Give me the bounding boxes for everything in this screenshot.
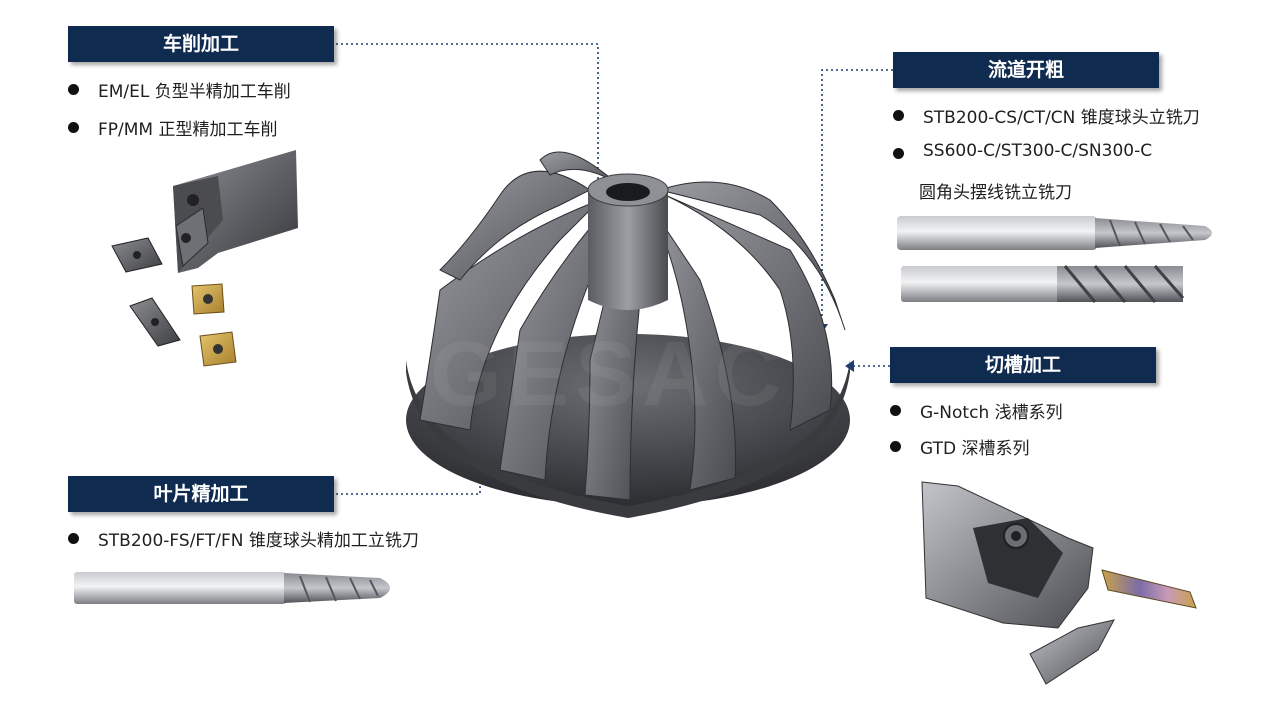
- mill-1-flutes: [1095, 218, 1212, 248]
- leader-channel: [821, 69, 893, 326]
- channel-item-2: SS600-C/ST300-C/SN300-C: [923, 141, 1153, 161]
- holder-insert: [175, 207, 209, 267]
- blade-mill-shank: [74, 572, 286, 604]
- channel-item-1: STB200-CS/CT/CN 锥度球头立铣刀: [923, 108, 1200, 128]
- blade-1: [419, 199, 601, 431]
- grooving-item-1: G-Notch 浅槽系列: [920, 403, 1063, 423]
- bullet-dot: [890, 405, 901, 416]
- blade-6: [658, 181, 846, 331]
- grooving-tool-image: [921, 481, 1197, 685]
- header-turning: 车削加工: [68, 26, 334, 62]
- blade-4: [649, 204, 737, 491]
- grooving-item-2: GTD 深槽系列: [920, 439, 1030, 459]
- header-blade: 叶片精加工: [68, 476, 334, 512]
- bullet-dot: [893, 110, 904, 121]
- bullet-dot: [893, 148, 904, 159]
- bullet-dot: [890, 441, 901, 452]
- blade-mill-flutes: [284, 573, 390, 603]
- bullet-dot: [68, 533, 79, 544]
- blade-item-1: STB200-FS/FT/FN 锥度球头精加工立铣刀: [98, 531, 419, 551]
- leader-turning: [336, 43, 599, 188]
- bullet-dot: [68, 122, 79, 133]
- grooving-insert: [1101, 569, 1197, 609]
- ball-end-mill-image: [897, 216, 1212, 303]
- channel-item-2-continuation: 圆角头摆线铣立铣刀: [919, 183, 1072, 203]
- turning-item-2: FP/MM 正型精加工车削: [98, 120, 278, 140]
- hub-bore: [606, 183, 650, 201]
- header-grooving: 切槽加工: [890, 347, 1156, 383]
- blade-finishing-mill-image: [74, 572, 390, 604]
- bullet-dot: [68, 84, 79, 95]
- blade-7: [439, 170, 591, 281]
- mill-2-shank: [901, 266, 1059, 302]
- turning-item-1: EM/EL 负型半精加工车削: [98, 82, 291, 102]
- header-channel: 流道开粗: [893, 52, 1159, 88]
- blade-2: [499, 204, 611, 481]
- impeller-hub: [588, 190, 668, 310]
- watermark: GESAC: [430, 323, 787, 425]
- blade-5: [664, 194, 833, 431]
- mill-1-shank: [897, 216, 1097, 250]
- turning-tool-image: [111, 150, 298, 367]
- grooving-blade: [1029, 619, 1115, 685]
